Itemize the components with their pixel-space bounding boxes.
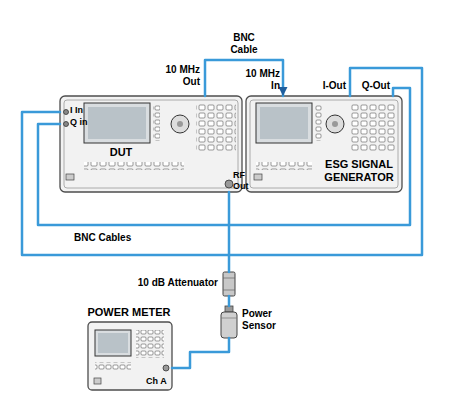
instrument-name: ESG SIGNAL GENERATOR — [318, 158, 400, 184]
instrument-box: ESG SIGNAL GENERATOR — [246, 96, 402, 192]
port-label: RF Out — [233, 170, 255, 192]
port-label: BNC Cables — [74, 232, 154, 244]
instrument-box: DUT — [60, 96, 242, 192]
cable-connector — [172, 338, 229, 368]
port-label: Q in — [70, 117, 100, 128]
port-label: Q-Out — [356, 80, 390, 92]
power-sensor: Power Sensor — [219, 306, 309, 338]
cable-label: BNC Cable — [224, 32, 264, 56]
port-label: 10 MHz In — [238, 68, 280, 92]
cable-connector — [228, 296, 231, 306]
instrument-name: DUT — [86, 146, 156, 159]
port-label: Ch A — [146, 376, 176, 387]
attenuator: 10 dB Attenuator — [120, 272, 236, 296]
cable-connector — [205, 60, 283, 96]
instrument-name: POWER METER — [86, 306, 172, 319]
port-label: I In — [70, 105, 100, 116]
power-sensor-body — [221, 306, 237, 338]
attenuator-body — [223, 272, 235, 296]
component-label: Power Sensor — [242, 308, 290, 332]
component-label: 10 dB Attenuator — [120, 277, 218, 289]
cable-connector — [38, 88, 410, 225]
cable-connector — [228, 192, 231, 272]
dut-instrument — [60, 96, 242, 192]
port-label: I-Out — [316, 80, 346, 92]
cable-connector — [22, 68, 422, 255]
port-label: 10 MHz Out — [158, 64, 200, 88]
esg-instrument — [246, 96, 402, 192]
